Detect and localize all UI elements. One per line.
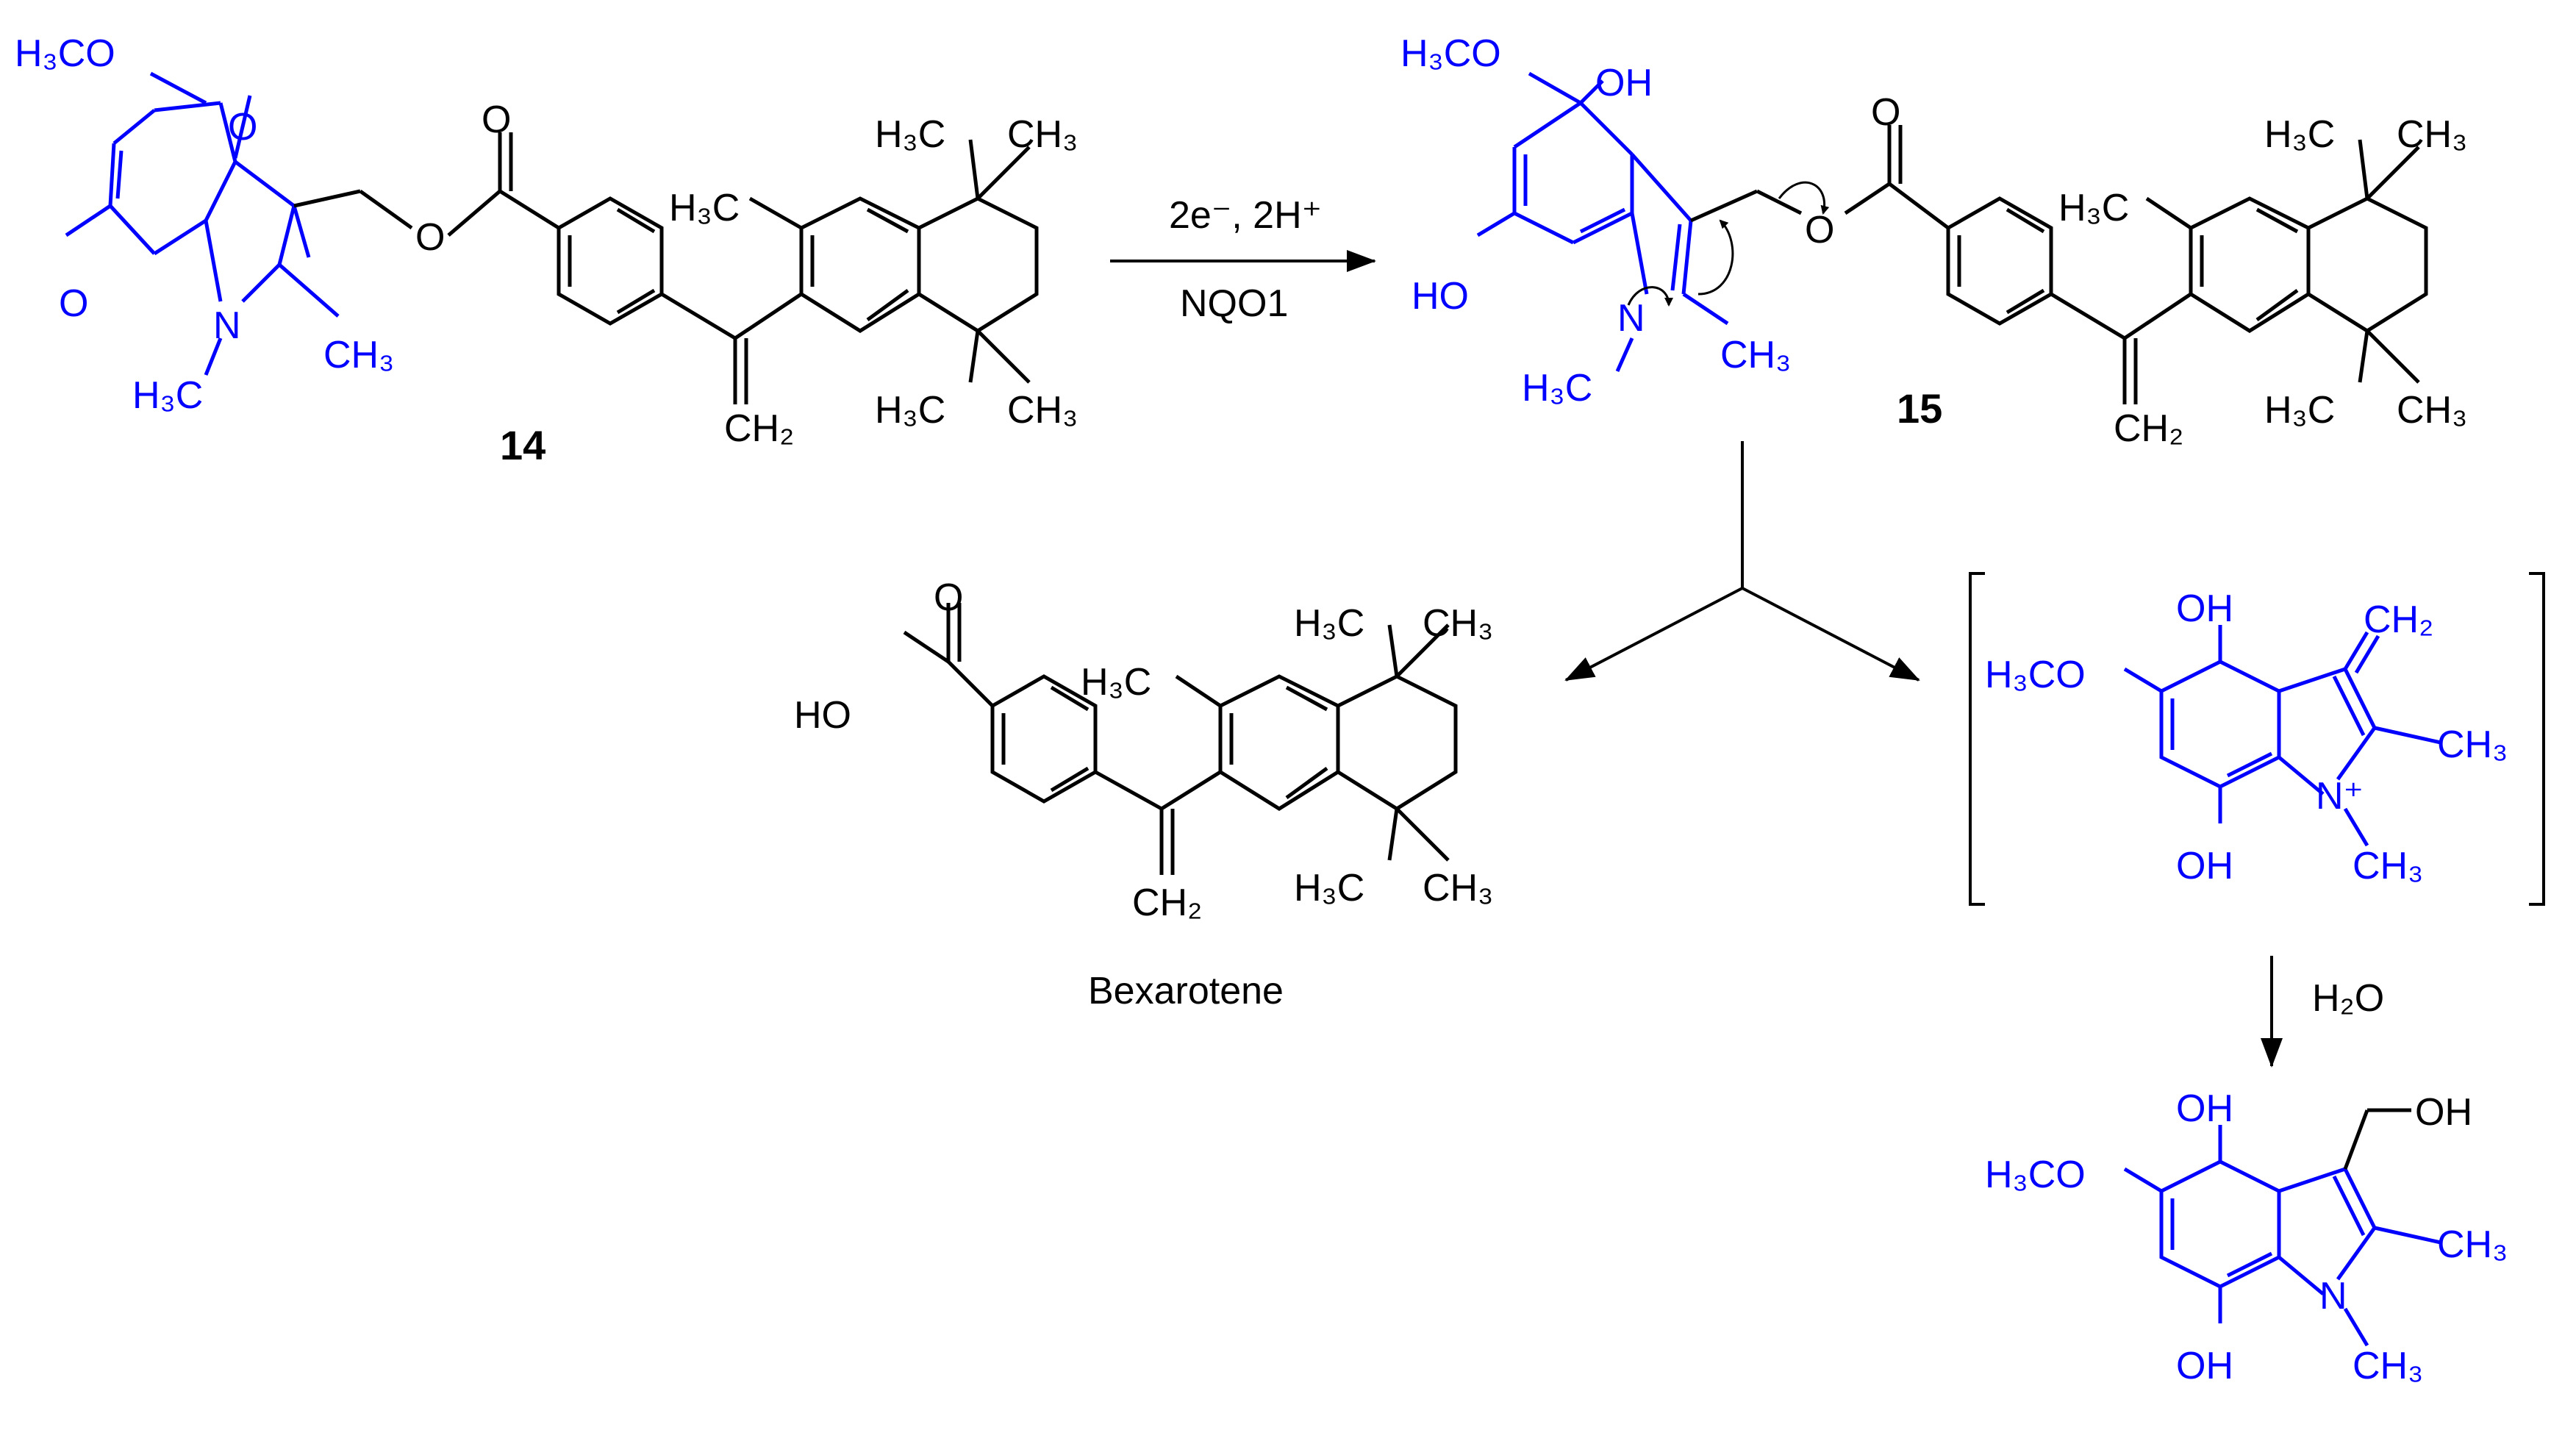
- acid-hydroxyl-label: HO: [794, 694, 851, 737]
- hydroxyl-label: OH: [1595, 62, 1653, 104]
- n-methyl-label: H₃C: [132, 374, 203, 417]
- carbonyl-o-label: O: [482, 99, 511, 141]
- compound-15: H₃CO OH HO N CH₃ H₃C O O H₃C H₃C CH₃ H₃C…: [1400, 32, 2467, 450]
- hydroxyl-label: OH: [2176, 1345, 2233, 1387]
- n-methyl-label: CH₃: [2353, 1345, 2423, 1387]
- nitrogen-label: N: [2319, 1275, 2347, 1318]
- nitrogen-label: N: [1617, 297, 1645, 340]
- water-label: H₂O: [2312, 977, 2384, 1020]
- azafulvenium-intermediate: [2123, 625, 2441, 847]
- methyl-label: CH₃: [2437, 1223, 2508, 1266]
- gem-methyl-label: H₃C: [1294, 602, 1364, 645]
- gem-methyl-label: CH₃: [2397, 389, 2467, 432]
- bexarotene: [903, 603, 1458, 875]
- hydroxymethyl-linker: [2343, 1108, 2411, 1170]
- benzoate-ring: [557, 196, 664, 326]
- gem-methyl-label: H₃C: [1294, 867, 1364, 909]
- hydroxymethyl-indole-product: [2123, 1125, 2441, 1347]
- electron-arrows: [1627, 181, 1830, 307]
- compound-caption: Bexarotene: [1088, 970, 1284, 1012]
- gem-methyl-label: H₃C: [875, 389, 945, 432]
- n-methyl-label: H₃C: [1522, 367, 1592, 410]
- gem-methyl-label: CH₃: [1423, 867, 1493, 909]
- methylene-label: CH₂: [1132, 882, 1202, 924]
- methoxy-label: H₃CO: [15, 32, 115, 75]
- compound-number: 14: [500, 422, 545, 468]
- gem-methyl-label: H₃C: [2264, 389, 2335, 432]
- hydroxyl-label: OH: [2176, 845, 2233, 887]
- fragmentation-arrows: [1564, 441, 1920, 682]
- aryl-methyl-label: H₃C: [669, 187, 740, 229]
- hydroxyl-label: HO: [1412, 275, 1469, 318]
- methyl-label: CH₃: [323, 334, 394, 376]
- compound-14: H₃CO O O N CH₃ H₃C O O H₃C H₃C CH₃ H₃C C…: [15, 32, 1078, 468]
- aryl-methyl-label: H₃C: [2058, 187, 2129, 229]
- hydration-arrow: H₂O: [2261, 956, 2384, 1068]
- aryl-methyl-label: H₃C: [1081, 661, 1151, 704]
- hydroxyl-label: OH: [2176, 587, 2233, 630]
- carbonyl-o-label: O: [1871, 91, 1900, 134]
- iminium-nitrogen-label: N⁺: [2316, 775, 2364, 818]
- indolequinone-core: [65, 71, 340, 376]
- methyl-label: CH₃: [2437, 723, 2508, 766]
- nitrogen-label: N: [213, 304, 241, 347]
- ester-linker: [1689, 125, 2428, 404]
- compound-number: 15: [1897, 385, 1942, 432]
- vinylidene-bridge: [660, 292, 803, 404]
- hydroxyl-label: OH: [2176, 1087, 2233, 1130]
- exo-methylene-label: CH₂: [2364, 598, 2433, 641]
- reagent-label: 2e⁻, 2H⁺: [1169, 194, 1322, 237]
- hydroquinone-core: [1476, 71, 1729, 373]
- gem-methyl-label: H₃C: [875, 113, 945, 156]
- n-methyl-label: CH₃: [2353, 845, 2423, 887]
- methoxy-label: H₃CO: [1400, 32, 1501, 75]
- carbonyl-o-label: O: [59, 282, 88, 325]
- methoxy-label: H₃CO: [1985, 654, 2086, 696]
- gem-methyl-label: H₃C: [2264, 113, 2335, 156]
- tetrahydronaphthalene: [748, 139, 1039, 384]
- intermediate-brackets: [1969, 572, 2545, 906]
- reaction-arrow: 2e⁻, 2H⁺ NQO1: [1110, 194, 1376, 325]
- ester-o-label: O: [415, 216, 445, 259]
- gem-methyl-label: CH₃: [1007, 113, 1078, 156]
- ester-linker: [359, 132, 560, 237]
- enzyme-label: NQO1: [1180, 282, 1288, 325]
- carbonyl-o-label: O: [934, 576, 963, 619]
- gem-methyl-label: CH₃: [1007, 389, 1078, 432]
- hydroxymethyl-oh-label: OH: [2415, 1091, 2472, 1134]
- gem-methyl-label: CH₃: [2397, 113, 2467, 156]
- methyl-label: CH₃: [1720, 334, 1791, 376]
- gem-methyl-label: CH₃: [1423, 602, 1493, 645]
- methylene-label: CH₂: [2114, 407, 2183, 450]
- ester-o-label: O: [1805, 209, 1834, 251]
- carbonyl-o-label: O: [228, 106, 257, 149]
- methylene-label: CH₂: [724, 407, 794, 450]
- methoxy-label: H₃CO: [1985, 1154, 2086, 1196]
